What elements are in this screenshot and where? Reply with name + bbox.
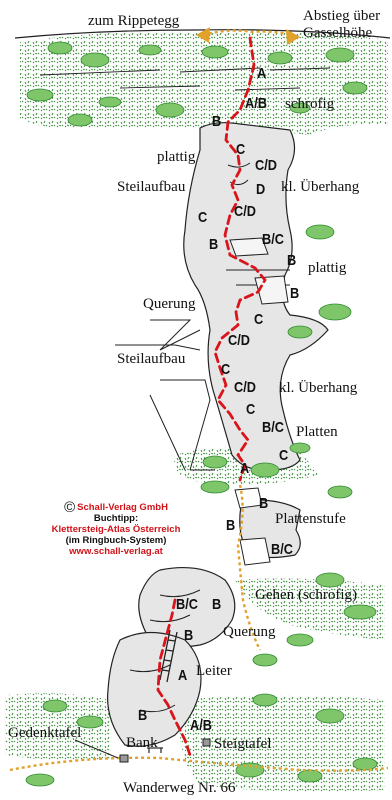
grade-label: A [240,461,249,476]
grade-label: C/D [234,204,256,219]
label-gedenktafel: Gedenktafel [8,726,81,741]
grade-label: C [246,402,255,417]
label-plattig-1: plattig [157,150,195,165]
label-schrofig: schrofig [285,97,334,112]
label-abstieg-1: Abstieg über [303,9,380,24]
book-tip-label: Buchtipp: [30,513,202,524]
publisher-website: www.schall-verlag.at [30,546,202,557]
label-steilaufbau-2: Steilaufbau [117,352,185,367]
grade-label: B/C [176,597,198,612]
rock-face [108,123,328,747]
label-zum-rippetegg: zum Rippetegg [88,14,179,29]
grade-label: C/D [228,333,250,348]
grade-label: C [254,312,263,327]
copyright-symbol: © [64,499,75,516]
publisher-info: ©Schall-Verlag GmbH Buchtipp: Kletterste… [30,502,202,557]
grade-label: A/B [245,96,267,111]
label-platten: Platten [296,425,338,440]
grade-label: A [178,668,187,683]
label-wanderweg: Wanderweg Nr. 66 [123,781,236,796]
book-title: Klettersteig-Atlas Österreich [30,524,202,535]
grade-label: B [184,628,193,643]
label-querung-2: Querung [223,625,276,640]
memorial-plaque-marker [120,755,128,762]
grade-label: B [290,286,299,301]
grade-label: C [279,448,288,463]
route-sign-marker [203,739,210,746]
grade-label: D [256,182,265,197]
label-ueberhang-2: kl. Überhang [279,381,357,396]
grade-label: B [209,237,218,252]
label-abstieg-2: Gasselhöhe [303,26,372,41]
publisher-name: Schall-Verlag GmbH [77,502,168,513]
grade-label: B [226,518,235,533]
grade-label: C/D [255,158,277,173]
label-bank: Bank [126,736,158,751]
label-ueberhang-1: kl. Überhang [281,180,359,195]
grade-label: A/B [190,718,212,733]
grade-label: B [212,597,221,612]
grade-label: C [221,362,230,377]
grade-label: B [287,253,296,268]
grade-label: C/D [234,380,256,395]
label-plattig-2: plattig [308,261,346,276]
label-steigtafel: Steigtafel [214,737,271,752]
grade-label: B/C [262,420,284,435]
hiking-trails [10,31,388,771]
label-leiter: Leiter [196,664,232,679]
grade-label: B [212,114,221,129]
grade-label: A [257,66,266,81]
cliff-lines [115,320,215,470]
label-steilaufbau-1: Steilaufbau [117,180,185,195]
grade-label: C [236,142,245,157]
grade-label: B [259,496,268,511]
grade-label: B/C [271,542,293,557]
label-gehen: Gehen (schrofig) [255,588,357,603]
grade-label: B/C [262,232,284,247]
label-plattenstufe: Plattenstufe [275,512,346,527]
book-subtitle: (im Ringbuch-System) [30,535,202,546]
label-querung-1: Querung [143,297,196,312]
grade-label: B [138,708,147,723]
grade-label: C [198,210,207,225]
